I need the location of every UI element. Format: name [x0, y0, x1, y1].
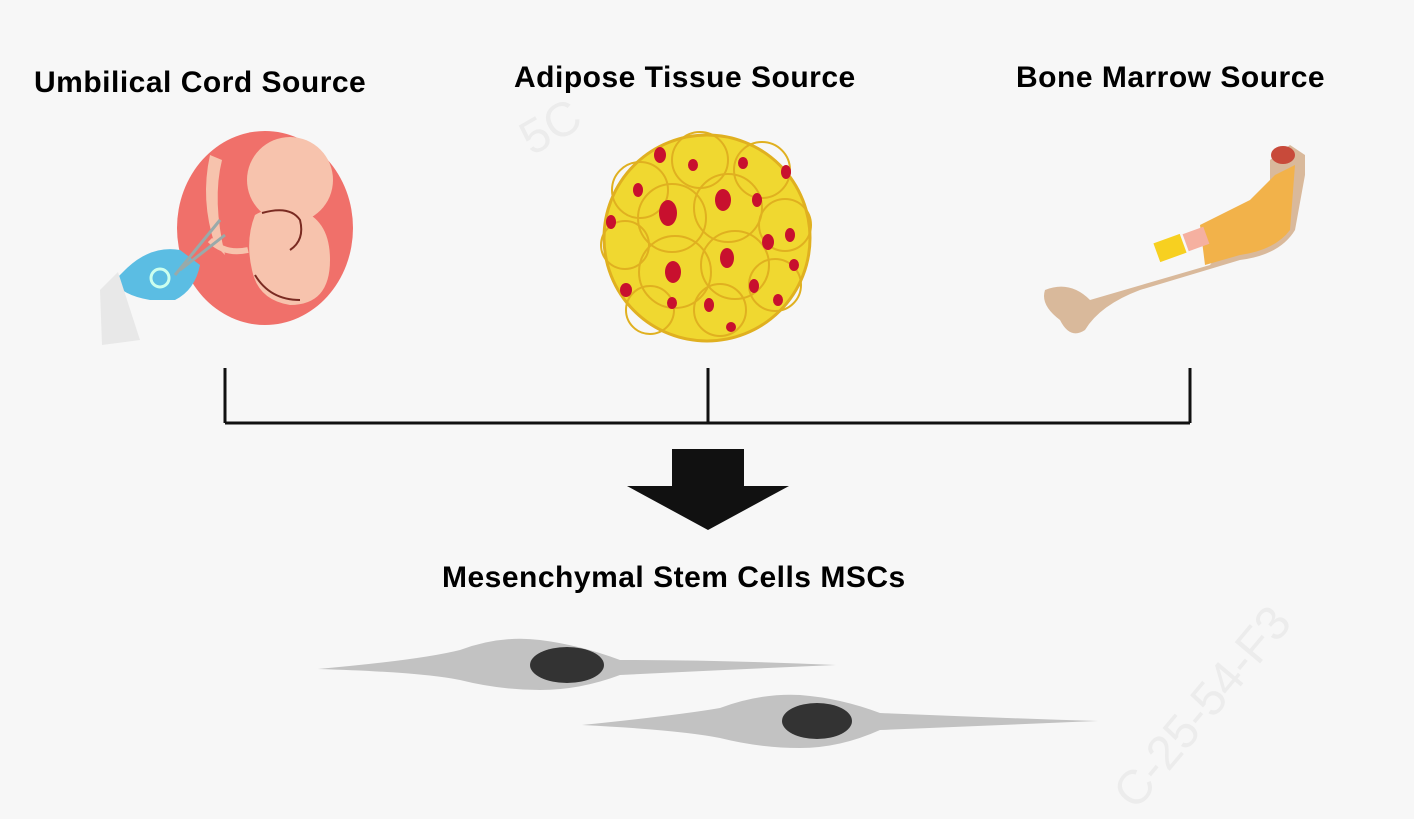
connector-bracket [223, 368, 1192, 425]
adipose-tissue-source-label: Adipose Tissue Source [514, 61, 856, 94]
bone-marrow-source-label: Bone Marrow Source [1016, 61, 1326, 94]
fetus-umbilical-cord-icon [100, 131, 353, 345]
down-arrow-icon [627, 449, 789, 530]
adipose-cells-icon [600, 131, 812, 343]
msc-cells-icon [318, 638, 1098, 748]
bone-icon [1044, 145, 1305, 334]
msc-label: Mesenchymal Stem Cells MSCs [442, 561, 906, 594]
umbilical-cord-source-label: Umbilical Cord Source [34, 66, 367, 99]
